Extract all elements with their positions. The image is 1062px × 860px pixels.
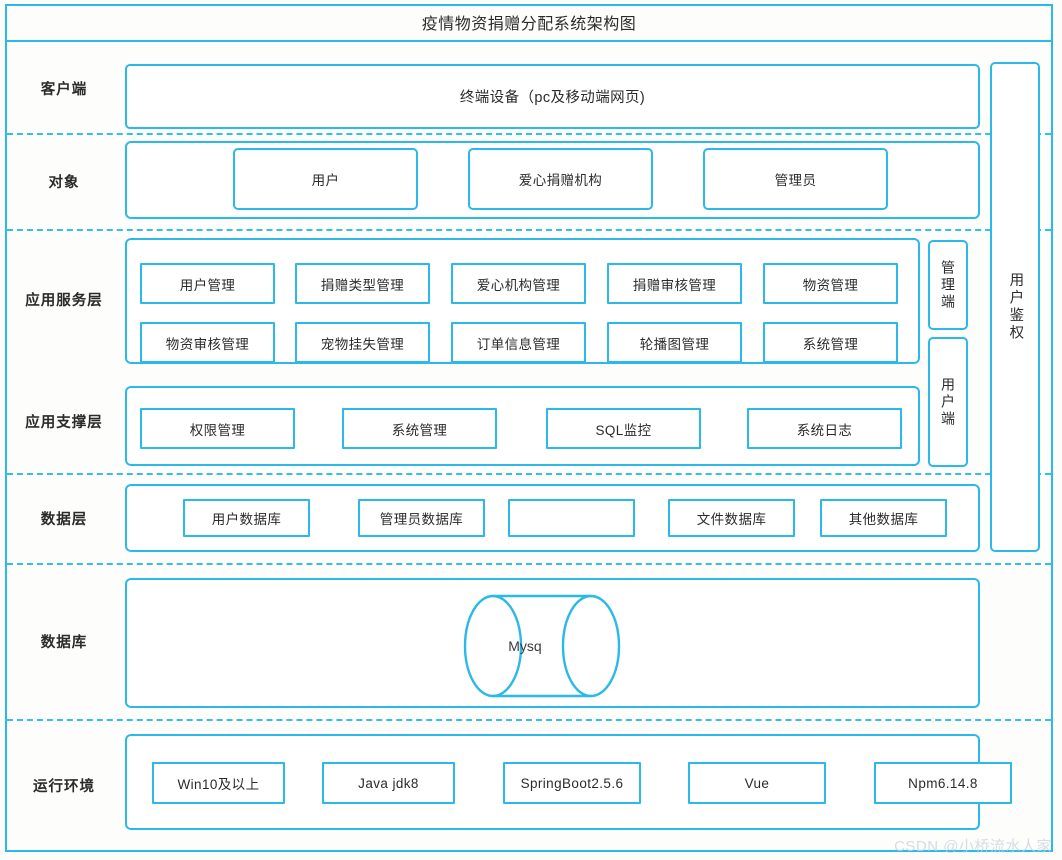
cylinder-shape (463, 594, 621, 698)
side-user-auth-box[interactable]: 用户鉴权 (990, 62, 1040, 552)
row-separator-client-object (7, 133, 1051, 135)
app-support-permission[interactable]: 权限管理 (140, 408, 295, 449)
row-label-client: 客户端 (40, 82, 88, 98)
row-separator-database-runtime (7, 719, 1051, 721)
app-service-charity-org[interactable]: 爱心机构管理 (451, 263, 586, 304)
side-user-client-box[interactable]: 用户端 (928, 337, 968, 467)
row-label-database: 数据库 (40, 634, 88, 651)
row-separator-appsupport-datalayer (7, 473, 1051, 475)
app-service-donation-review[interactable]: 捐赠审核管理 (607, 263, 742, 304)
app-service-donation-type[interactable]: 捐赠类型管理 (295, 263, 430, 304)
runtime-vue[interactable]: Vue (688, 762, 826, 804)
app-service-supplies-management[interactable]: 物资管理 (763, 263, 898, 304)
object-item-organization[interactable]: 爱心捐赠机构 (468, 148, 653, 210)
row-label-runtime: 运行环境 (33, 779, 95, 795)
row-label-data-layer: 数据层 (40, 511, 88, 528)
data-layer-empty-db[interactable] (508, 499, 635, 537)
runtime-springboot[interactable]: SpringBoot2.5.6 (503, 762, 641, 804)
data-layer-file-db[interactable]: 文件数据库 (668, 499, 795, 537)
data-layer-admin-db[interactable]: 管理员数据库 (358, 499, 485, 537)
data-layer-user-db[interactable]: 用户数据库 (183, 499, 310, 537)
runtime-java[interactable]: Java jdk8 (322, 762, 455, 804)
app-service-user-management[interactable]: 用户管理 (140, 263, 275, 304)
app-support-sql-monitor[interactable]: SQL监控 (546, 408, 701, 449)
object-item-admin[interactable]: 管理员 (703, 148, 888, 210)
database-group-container (125, 578, 980, 708)
app-support-system[interactable]: 系统管理 (342, 408, 497, 449)
row-label-object: 对象 (48, 174, 80, 191)
terminal-device-box[interactable]: 终端设备（pc及移动端网页) (125, 64, 980, 129)
diagram-title: 疫情物资捐赠分配系统架构图 (5, 4, 1053, 42)
app-service-carousel[interactable]: 轮播图管理 (607, 322, 742, 363)
side-admin-client-box[interactable]: 管理端 (928, 240, 968, 330)
object-item-user[interactable]: 用户 (233, 148, 418, 210)
data-layer-other-db[interactable]: 其他数据库 (820, 499, 947, 537)
app-service-supplies-review[interactable]: 物资审核管理 (140, 322, 275, 363)
mysql-cylinder[interactable]: Mysq (462, 592, 624, 700)
app-support-system-log[interactable]: 系统日志 (747, 408, 902, 449)
row-label-app-support: 应用支撑层 (25, 414, 103, 431)
app-service-order-info[interactable]: 订单信息管理 (451, 322, 586, 363)
row-separator-object-appservice (7, 229, 1051, 231)
row-separator-datalayer-database (7, 563, 1051, 565)
app-service-system-management[interactable]: 系统管理 (763, 322, 898, 363)
runtime-npm[interactable]: Npm6.14.8 (874, 762, 1012, 804)
app-service-pet-lost[interactable]: 宠物挂失管理 (295, 322, 430, 363)
mysql-cylinder-label: Mysq (508, 638, 542, 654)
runtime-os[interactable]: Win10及以上 (152, 762, 285, 804)
row-label-app-service: 应用服务层 (25, 292, 103, 309)
csdn-watermark: CSDN @小桥流水人家 (894, 838, 1052, 855)
